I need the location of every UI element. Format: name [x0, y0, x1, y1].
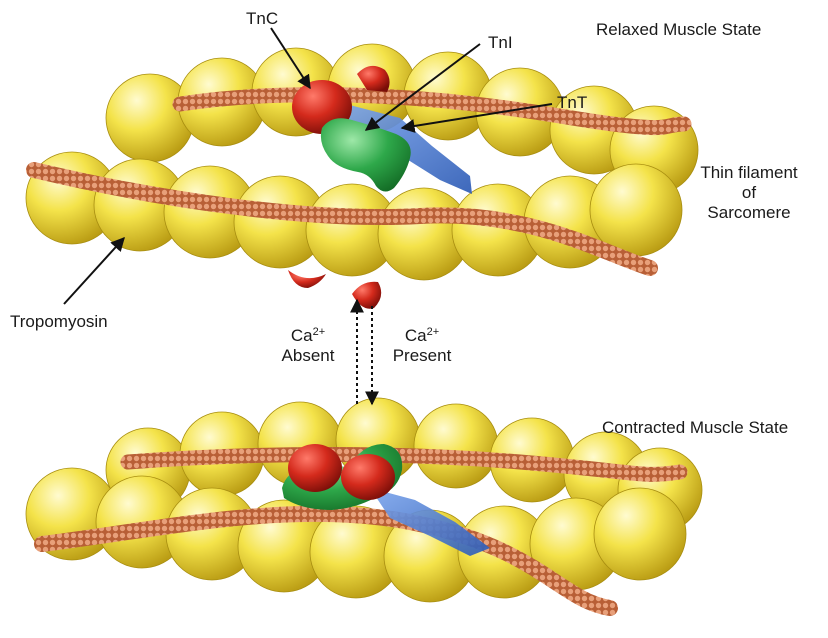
contracted-state-title: Contracted Muscle State [602, 418, 788, 438]
ca-absent-text: Absent [268, 346, 348, 366]
tropomyosin-leader-line [64, 238, 124, 304]
tni-label: TnI [488, 33, 513, 53]
tropomyosin-label: Tropomyosin [10, 312, 108, 332]
relaxed-state-title: Relaxed Muscle State [596, 20, 761, 40]
relaxed-tnc-hinge [352, 282, 381, 309]
relaxed-tnc-bottom-lobe [288, 270, 326, 288]
contracted-tnc-left-lobe [288, 444, 342, 492]
calcium-transition-arrows [357, 300, 372, 404]
ca-absent-label: Ca2+ Absent [268, 326, 348, 366]
ca-present-label: Ca2+ Present [380, 326, 464, 366]
actin-monomer [594, 488, 686, 580]
ca-absent-ion: Ca2+ [268, 326, 348, 346]
actin-monomer [414, 404, 498, 488]
thin-filament-line-1: Thin filament [690, 163, 808, 183]
thin-filament-line-3: Sarcomere [690, 203, 808, 223]
ca-present-ion: Ca2+ [380, 326, 464, 346]
thin-filament-label: Thin filament of Sarcomere [690, 163, 808, 223]
contracted-tnc-right-lobe [341, 454, 395, 500]
tnt-label: TnT [557, 93, 587, 113]
thin-filament-line-2: of [690, 183, 808, 203]
ca-present-text: Present [380, 346, 464, 366]
tnc-label: TnC [246, 9, 278, 29]
